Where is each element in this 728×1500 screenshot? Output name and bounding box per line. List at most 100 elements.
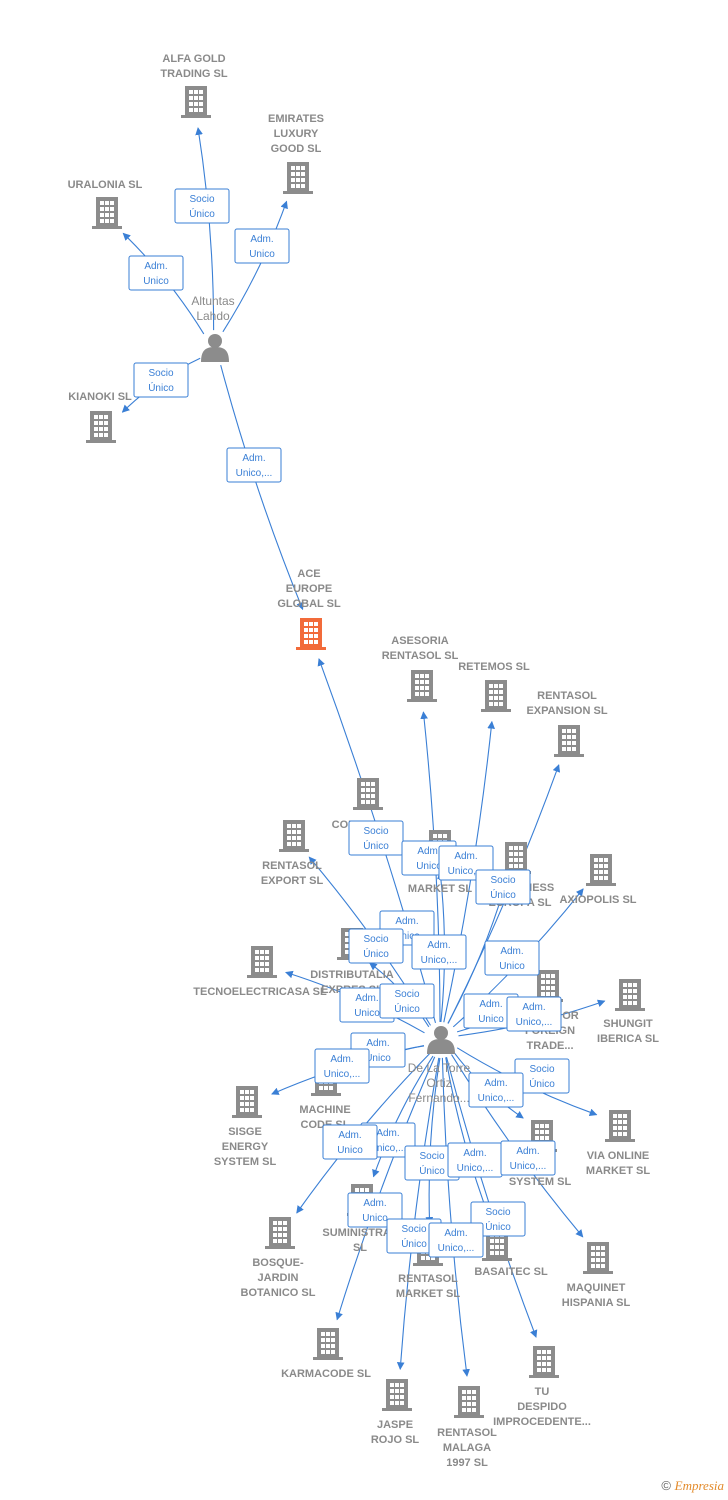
edge-delatorre-to-rentmarket (425, 1057, 441, 1225)
person-icon (201, 334, 229, 362)
edge-label-text: Adm. (376, 1128, 399, 1139)
edge-label-text: Unico (143, 276, 169, 287)
edge-delatorre-to-tudespido (445, 1056, 538, 1338)
edge-label-box (322, 1124, 378, 1160)
edge-label-delatorre-to-business[interactable]: Adm.Unico,... (411, 934, 467, 970)
node-axiopolis[interactable]: AXIOPOLIS SL (559, 854, 637, 906)
node-label: KIANOKI SL (68, 391, 132, 403)
node-basaitec[interactable]: BASAITEC SL (474, 1229, 548, 1278)
footer-credit[interactable]: © Empresia (661, 1478, 724, 1494)
edge-label-text: Adm. (522, 1002, 545, 1013)
edge-label-text: Único (529, 1077, 555, 1090)
edge-label-text: Adm. (250, 234, 273, 245)
edge-delatorre-to-suministral (372, 1055, 434, 1178)
node-label: Lahdo (196, 309, 230, 323)
edge-label-box (379, 983, 435, 1019)
node-kianoki[interactable]: KIANOKI SL (68, 391, 132, 443)
edge-label-text: Socio (419, 1151, 444, 1162)
node-market[interactable]: MARKET SL (408, 830, 472, 895)
edge-label-text: Socio (189, 194, 214, 205)
edge-label-altuntas-to-emirates[interactable]: Adm.Unico (234, 228, 290, 264)
node-delatorre[interactable]: De La TorreOrtizFernando... (408, 1026, 471, 1105)
edge-label-delatorre-to-bosque[interactable]: Adm.Unico (322, 1124, 378, 1160)
edge-label-delatorre-to-basaitec[interactable]: Adm.Unico,... (447, 1142, 503, 1178)
edge-label-text: Unico (394, 931, 420, 942)
edge-label-delatorre-to-maquinet[interactable]: Adm. Unico,... (500, 1140, 556, 1176)
edge-label-text: Unico,... (370, 1143, 407, 1154)
building-icon (232, 1086, 262, 1118)
person-icon (427, 1026, 455, 1054)
node-label: TRADING SL (160, 68, 228, 80)
node-tudespido[interactable]: TUDESPIDOIMPROCEDENTE... (493, 1346, 591, 1428)
edge-label-text: Unico (365, 1053, 391, 1064)
edge-label-delatorre-to-axiopolis[interactable]: Adm.Unico (484, 940, 540, 976)
node-label: SYSTEM SL (214, 1156, 277, 1168)
edge-label-delatorre-to-karmacode[interactable]: Adm.Unico (347, 1192, 403, 1228)
edge-label-text: Unico,... (510, 1161, 547, 1172)
building-icon (554, 725, 584, 757)
building-icon (279, 820, 309, 852)
node-karmacode[interactable]: KARMACODE SL (281, 1328, 371, 1380)
node-label: DISTRIBUTALIA (310, 969, 394, 981)
edge-label-delatorre-to-rentmalaga[interactable]: Adm.Unico,... (428, 1222, 484, 1258)
edge-altuntas-to-ace (220, 364, 304, 611)
edge-labels-layer: SocioÚnicoAdm.UnicoAdm.UnicoSocioÚnicoAd… (128, 188, 570, 1258)
edge-label-altuntas-to-uralonia[interactable]: Adm.Unico (128, 255, 184, 291)
edge-label-text: Adm. (355, 993, 378, 1004)
edge-label-delatorre-to-sisge[interactable]: Adm.Unico,... (314, 1048, 370, 1084)
edge-label-text: Adm. (484, 1078, 507, 1089)
copyright-symbol: © (661, 1478, 672, 1493)
node-uralonia[interactable]: URALONIA SL (68, 179, 143, 229)
building-icon (86, 411, 116, 443)
edge-label-text: Unico,... (421, 955, 458, 966)
edge-label-text: Socio (363, 826, 388, 837)
edge-label-delatorre-to-system[interactable]: Adm.Unico,... (468, 1072, 524, 1108)
node-label: SYSTEM SL (509, 1176, 572, 1188)
node-label: MACHINE (299, 1104, 350, 1116)
edge-label-text: Unico,... (448, 866, 485, 877)
node-label: MARKET SL (586, 1165, 650, 1177)
node-tecno[interactable]: TECNOELECTRICASA SL (193, 946, 327, 998)
building-icon (353, 778, 383, 810)
edge-label-text: Adm. (516, 1146, 539, 1157)
node-label: RENTASOL SL (382, 650, 459, 662)
node-label: ROJO SL (371, 1434, 420, 1446)
edge-label-box (128, 255, 184, 291)
edge-label-delatorre-to-shungit[interactable]: Adm.Unico,... (506, 996, 562, 1032)
edge-delatorre-to-rentmalaga (441, 1057, 470, 1377)
edge-altuntas-to-alfa (195, 127, 215, 331)
node-label: BOTANICO SL (241, 1287, 316, 1299)
node-label: SHUNGIT (603, 1018, 653, 1030)
edge-label-box (133, 362, 189, 398)
edge-label-altuntas-to-ace[interactable]: Adm.Unico,... (226, 447, 282, 483)
node-retemos[interactable]: RETEMOS SL (458, 661, 530, 712)
node-label: RENTASOL (398, 1273, 458, 1285)
node-label: KARMACODE SL (281, 1368, 371, 1380)
edge-label-text: Adm. (363, 1198, 386, 1209)
